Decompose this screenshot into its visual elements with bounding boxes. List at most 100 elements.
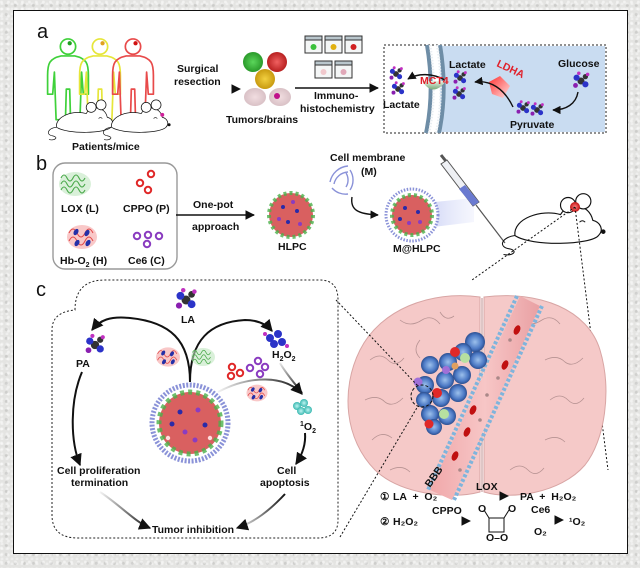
hemoglobin-icon — [66, 224, 98, 250]
tumor-yellow-icon — [255, 69, 275, 89]
immunohistochemistry-step: Immuno- histochemistry — [295, 35, 379, 115]
mouse-icon-right — [102, 99, 171, 141]
patients-group: Patients/mice — [46, 38, 171, 153]
h2o2-label: H2O2 — [272, 349, 296, 363]
hlpc-nanoparticle-icon — [267, 191, 315, 239]
particle-to-o2-arrow-icon — [217, 378, 303, 395]
reaction-1-reactants: LA + O₂ — [393, 491, 438, 503]
reaction-1: ① LA + O₂ LOX PA + H₂O₂ — [380, 481, 577, 503]
panel-c: c LA PA H2O2 — [36, 279, 607, 544]
component-cppo-label: CPPO (P) — [123, 203, 170, 215]
proliferation-to-inhibition-arrow-icon — [99, 491, 152, 530]
apoptosis-to-inhibition-arrow-icon — [235, 493, 286, 531]
hemoglobin-released-icon — [155, 346, 181, 368]
cppo-released-icon — [226, 362, 245, 381]
h2o2-to-o2-arrow-icon — [279, 362, 303, 394]
mct4-arrow-icon — [407, 71, 446, 81]
ce6-released-icon — [245, 356, 270, 379]
one-pot-label-line2: approach — [192, 221, 239, 233]
zoom-circle — [410, 384, 434, 408]
tumor-green-icon — [243, 52, 263, 72]
lactate-in-label: Lactate — [449, 59, 486, 71]
coating-arrow-icon — [351, 196, 379, 219]
m-hlpc-nanoparticle-icon — [384, 187, 440, 243]
mechanism-dashed-box — [51, 279, 339, 539]
svg-text:O–O: O–O — [486, 532, 508, 544]
tumors-brains-label: Tumors/brains — [226, 114, 298, 126]
surgical-label-line2: resection — [174, 76, 221, 88]
lactate-out-label: Lactate — [383, 99, 420, 111]
reaction-2-catalyst-1: CPPO — [432, 505, 462, 517]
mouse-icon-left — [47, 99, 116, 141]
m-hlpc-label: M@HLPC — [393, 243, 441, 255]
reaction-2-catalyst-2: Ce6 — [531, 504, 550, 516]
pyruvate-label: Pyruvate — [510, 119, 555, 131]
dioxetanedione-intermediate-icon: O O O–O — [478, 503, 516, 544]
brain-slice-tumor-icon — [269, 88, 291, 106]
mct4-transporter-icon — [422, 81, 446, 90]
singlet-o2-label: 1O2 — [300, 421, 316, 435]
panel-b-letter: b — [36, 153, 47, 175]
la-label: LA — [181, 314, 195, 326]
ldha-arrow-icon — [474, 76, 514, 108]
h2o2-molecule — [263, 330, 289, 348]
injected-mouse-icon — [501, 193, 607, 256]
reaction-1-catalyst: LOX — [476, 481, 498, 493]
membrane-fragment-icon — [329, 165, 354, 195]
syringe-icon — [439, 154, 506, 244]
proliferation-label-line2: termination — [71, 477, 128, 489]
brain-slice-icon — [244, 88, 266, 106]
patient-figure-yellow — [78, 38, 122, 121]
component-ce6-label: Ce6 (C) — [128, 255, 165, 267]
zoom-line-left — [471, 206, 576, 281]
pa-molecule — [85, 333, 105, 354]
reaction-2-number: ② — [380, 516, 390, 528]
hemoglobin-released-icon-2 — [246, 384, 268, 402]
mhlpc-particle-large-icon — [149, 382, 231, 464]
lox-protein-icon — [58, 171, 92, 197]
singlet-oxygen-molecule — [293, 399, 312, 415]
reaction-2-product: ¹O₂ — [569, 516, 586, 528]
apoptosis-label-line2: apoptosis — [260, 477, 310, 489]
panel-a-letter: a — [37, 21, 49, 43]
reaction-2: ② H₂O₂ CPPO O O O–O Ce6 O₂ ¹O₂ — [380, 503, 586, 544]
pa-to-proliferation-arrow-icon — [70, 371, 83, 467]
cell-interior — [440, 46, 605, 132]
ldha-enzyme-icon — [489, 76, 510, 98]
svg-text:O: O — [508, 503, 516, 515]
hlpc-label: HLPC — [278, 241, 307, 253]
component-lox-label: LOX (L) — [61, 203, 99, 215]
panel-a: a Patients/mice Surgical resection Tumor… — [37, 21, 607, 153]
surgical-label-line1: Surgical — [177, 63, 219, 75]
component-hb-label: Hb-O2 (H) — [60, 255, 107, 269]
o2-to-apoptosis-arrow-icon — [295, 432, 307, 465]
lox-released-icon — [190, 347, 216, 367]
ihc-slides-icon — [304, 35, 363, 79]
la-molecule — [175, 287, 197, 309]
panel-c-letter: c — [36, 279, 46, 301]
ihc-label-line2: histochemistry — [300, 103, 375, 115]
apoptosis-label-line1: Cell — [277, 465, 296, 477]
one-pot-label-line1: One-pot — [193, 199, 234, 211]
pa-label: PA — [76, 358, 90, 370]
reaction-2-reactant: H₂O₂ — [393, 516, 418, 528]
patients-mice-label: Patients/mice — [72, 141, 140, 153]
svg-text:O: O — [478, 503, 486, 515]
zoom-line-lower — [339, 405, 419, 538]
tumor-cell-cluster — [413, 332, 487, 435]
patient-figure-red — [111, 38, 155, 121]
cell-membrane-bilayer — [424, 44, 446, 134]
cell-membrane-label-line1: Cell membrane — [330, 152, 405, 164]
tumors-brains-group: Tumors/brains — [226, 52, 298, 126]
surgical-resection-step: Surgical resection — [158, 63, 241, 94]
glucose-label: Glucose — [558, 58, 600, 70]
la-to-pa-arrow-icon — [91, 316, 191, 383]
patient-figure-green — [46, 38, 90, 121]
tumor-inhibition-label: Tumor inhibition — [152, 524, 234, 536]
reaction-1-products: PA + H₂O₂ — [520, 491, 577, 503]
metabolism-inset: MCT4 Lactate Lactate LDHA Glucose Pyruva… — [383, 44, 607, 134]
tumor-red-icon — [267, 52, 287, 72]
mct4-label: MCT4 — [420, 75, 449, 87]
reaction-1-number: ① — [380, 491, 390, 503]
